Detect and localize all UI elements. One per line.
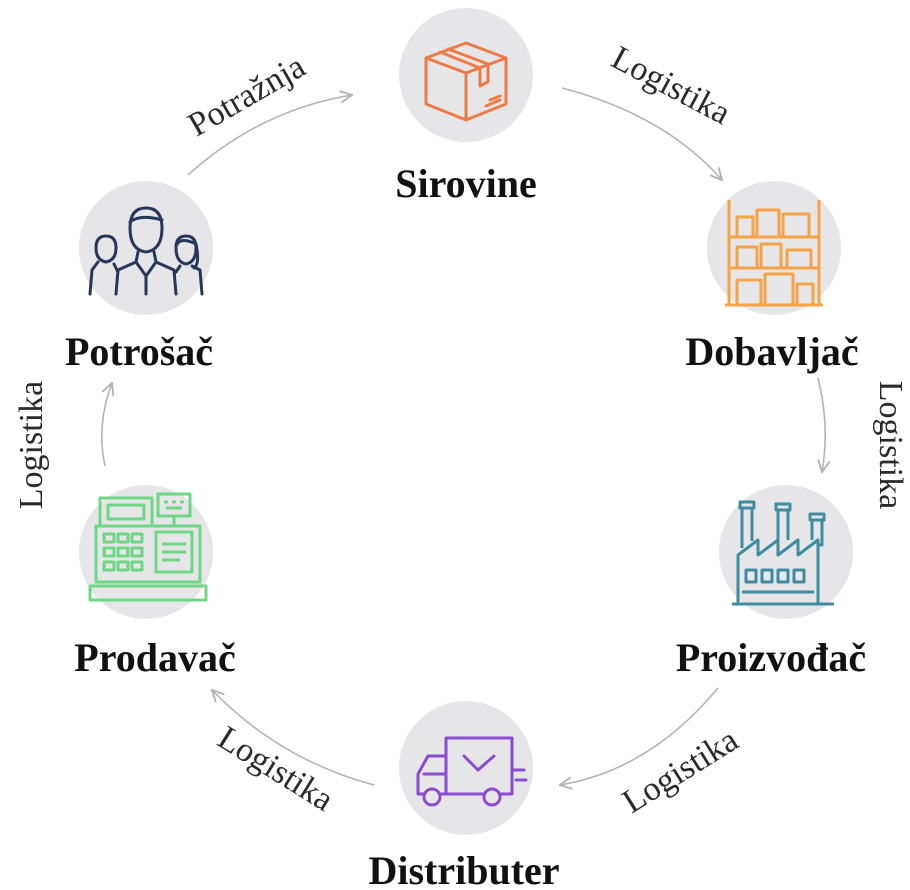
edge-label-logistika-4: Logistika (211, 719, 340, 818)
warehouse-shelves-icon (725, 200, 823, 307)
edge-label-logistika-3: Logistika (616, 721, 745, 820)
node-proizvodjac: Proizvođač (676, 485, 866, 680)
node-label-distributer: Distributer (368, 848, 559, 890)
edge-label-logistika-2: Logistika (872, 381, 909, 509)
node-background (79, 181, 213, 315)
edge-label-potraznja: Potražnja (182, 48, 312, 144)
node-label-proizvodjac: Proizvođač (676, 635, 866, 680)
node-dobavljac: Dobavljač (685, 181, 859, 374)
box-icon (424, 41, 508, 122)
node-distributer: Distributer (368, 701, 560, 890)
node-prodavac: Prodavač (74, 485, 236, 680)
consumers-group-icon (88, 206, 204, 296)
edge-label-logistika-5: Logistika (13, 381, 50, 509)
arrow-prodavac-to-potrosac (101, 383, 112, 467)
arrow-distributer-to-prodavac (212, 690, 375, 786)
arrow-sirovine-to-dobavljac (561, 87, 722, 180)
node-label-dobavljac: Dobavljač (685, 329, 858, 374)
node-background (707, 181, 841, 315)
node-label-potrosac: Potrošač (65, 329, 213, 374)
factory-icon (732, 500, 834, 606)
cash-register-icon (88, 492, 208, 602)
arrow-dobavljac-to-proizvodjac (817, 377, 825, 472)
node-sirovine: Sirovine (395, 8, 537, 206)
delivery-truck-icon (416, 736, 528, 807)
edge-label-logistika-1: Logistika (606, 39, 737, 132)
node-potrosac: Potrošač (65, 181, 213, 374)
arrow-proizvodjac-to-distributer (560, 687, 719, 785)
node-label-prodavac: Prodavač (74, 635, 235, 680)
node-label-sirovine: Sirovine (395, 161, 537, 206)
arrow-potrosac-to-sirovine (187, 95, 352, 176)
